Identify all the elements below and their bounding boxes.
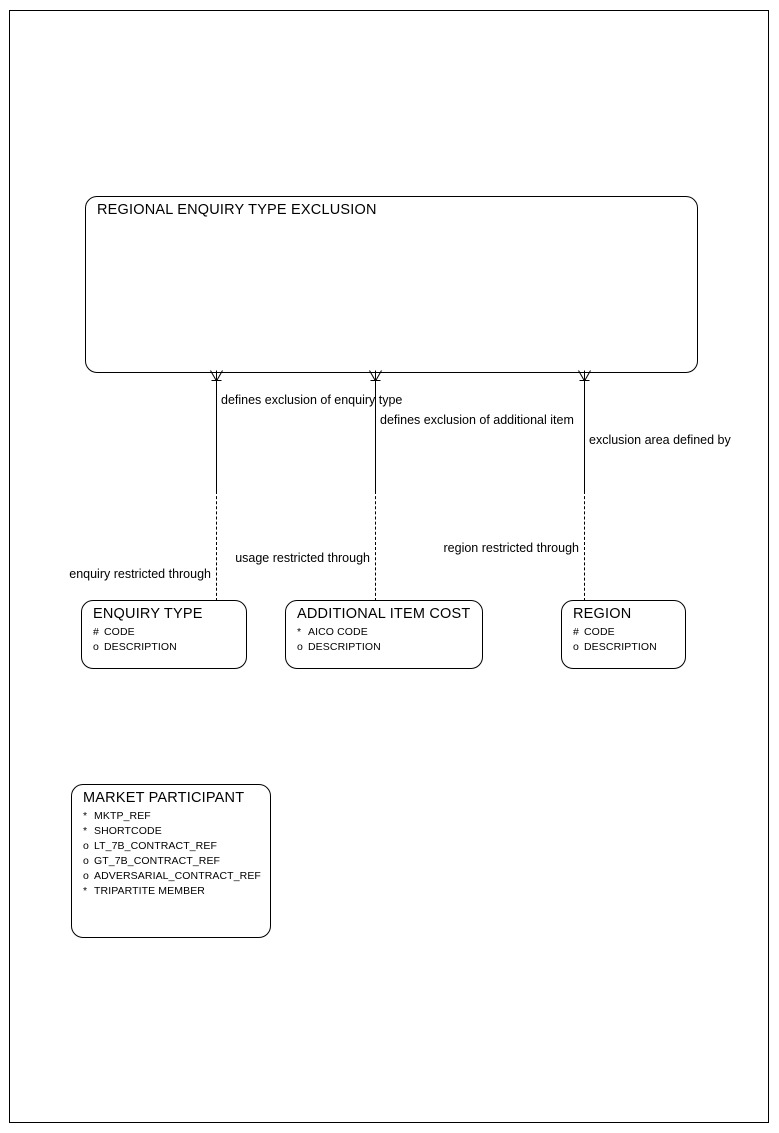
entity-additional-item-cost[interactable]: ADDITIONAL ITEM COST * AICO CODE o DESCRIP…: [285, 600, 483, 669]
entity-regional-enquiry-type-exclusion[interactable]: REGIONAL ENQUIRY TYPE EXCLUSION: [85, 196, 698, 373]
attribute-marker: *: [297, 626, 302, 638]
attribute-name: TRIPARTITE MEMBER: [94, 885, 205, 897]
entity-title: MARKET PARTICIPANT: [83, 790, 245, 806]
attribute-name: DESCRIPTION: [104, 641, 177, 653]
attribute-list: * AICO CODE o DESCRIPTION: [297, 625, 381, 655]
attribute-row: # CODE: [573, 625, 657, 640]
relationship-line-additional-item-solid: [375, 381, 376, 491]
attribute-list: * MKTP_REF * SHORTCODE o LT_7B_CONTRACT_REF…: [83, 809, 261, 899]
attribute-list: # CODE o DESCRIPTION: [93, 625, 177, 655]
entity-region[interactable]: REGION # CODE o DESCRIPTION: [561, 600, 686, 669]
attribute-row: o DESCRIPTION: [573, 640, 657, 655]
entity-enquiry-type[interactable]: ENQUIRY TYPE # CODE o DESCRIPTION: [81, 600, 247, 669]
attribute-marker: #: [93, 626, 99, 638]
attribute-row: * MKTP_REF: [83, 809, 261, 824]
relationship-label-usage-restricted-through: usage restricted through: [235, 551, 370, 565]
entity-title: REGIONAL ENQUIRY TYPE EXCLUSION: [97, 202, 377, 218]
attribute-name: DESCRIPTION: [584, 641, 657, 653]
attribute-marker: #: [573, 626, 579, 638]
attribute-row: # CODE: [93, 625, 177, 640]
entity-title: ENQUIRY TYPE: [93, 606, 203, 622]
attribute-row: * SHORTCODE: [83, 824, 261, 839]
attribute-name: GT_7B_CONTRACT_REF: [94, 855, 221, 867]
attribute-name: ADVERSARIAL_CONTRACT_REF: [94, 870, 261, 882]
attribute-marker: o: [83, 840, 89, 852]
attribute-name: AICO CODE: [308, 626, 368, 638]
attribute-list: # CODE o DESCRIPTION: [573, 625, 657, 655]
page-border: [9, 10, 769, 1123]
relationship-label-exclusion-area-defined-by: exclusion area defined by: [589, 433, 731, 447]
attribute-marker: o: [297, 641, 303, 653]
entity-title: REGION: [573, 606, 632, 622]
attribute-name: DESCRIPTION: [308, 641, 381, 653]
relationship-line-region-dashed: [584, 491, 585, 601]
relationship-line-region-solid: [584, 381, 585, 491]
attribute-name: LT_7B_CONTRACT_REF: [94, 840, 217, 852]
attribute-marker: *: [83, 810, 88, 822]
relationship-line-enquiry-solid: [216, 381, 217, 491]
attribute-name: CODE: [104, 626, 135, 638]
attribute-row: * AICO CODE: [297, 625, 381, 640]
attribute-name: SHORTCODE: [94, 825, 162, 837]
attribute-marker: o: [83, 870, 89, 882]
attribute-row: o ADVERSARIAL_CONTRACT_REF: [83, 869, 261, 884]
attribute-row: o LT_7B_CONTRACT_REF: [83, 839, 261, 854]
attribute-marker: o: [93, 641, 99, 653]
attribute-marker: *: [83, 885, 88, 897]
relationship-label-region-restricted-through: region restricted through: [443, 541, 580, 555]
relationship-line-additional-item-dashed: [375, 491, 376, 601]
attribute-row: * TRIPARTITE MEMBER: [83, 884, 261, 899]
attribute-row: o DESCRIPTION: [93, 640, 177, 655]
relationship-line-enquiry-dashed: [216, 491, 217, 601]
attribute-name: CODE: [584, 626, 615, 638]
attribute-marker: o: [83, 855, 89, 867]
attribute-marker: o: [573, 641, 579, 653]
relationship-label-enquiry-restricted-through: enquiry restricted through: [69, 567, 211, 581]
relationship-label-defines-exclusion-of-enquiry-type: defines exclusion of enquiry type: [221, 393, 403, 407]
attribute-row: o DESCRIPTION: [297, 640, 381, 655]
relationship-label-defines-exclusion-of-additional-item: defines exclusion of additional item: [380, 413, 574, 427]
attribute-marker: *: [83, 825, 88, 837]
attribute-name: MKTP_REF: [94, 810, 151, 822]
attribute-row: o GT_7B_CONTRACT_REF: [83, 854, 261, 869]
entity-market-participant[interactable]: MARKET PARTICIPANT * MKTP_REF * SHORTCODE …: [71, 784, 271, 938]
entity-title: ADDITIONAL ITEM COST: [297, 606, 471, 622]
